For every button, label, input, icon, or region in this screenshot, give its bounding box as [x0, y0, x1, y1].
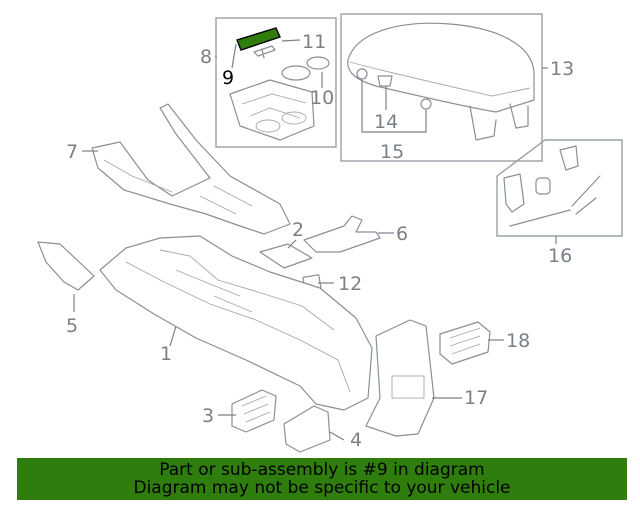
banner-line-1: Part or sub-assembly is #9 in diagram: [159, 460, 485, 480]
part-11-clip[interactable]: [253, 45, 276, 59]
callout-1: 1: [160, 343, 172, 365]
part-15-screw-b[interactable]: [420, 98, 432, 110]
cupholder-group-box: [215, 17, 337, 148]
callout-15: 15: [380, 141, 404, 163]
part-4-cover[interactable]: [283, 405, 331, 453]
callout-2: 2: [292, 219, 304, 241]
callout-10: 10: [310, 87, 334, 109]
part-10-ring-a[interactable]: [281, 65, 311, 81]
callout-9: 9: [222, 67, 234, 89]
part-9-highlighted[interactable]: [236, 27, 281, 51]
part-13-armrest-lid[interactable]: [347, 22, 535, 113]
callout-6: 6: [396, 223, 408, 245]
part-8-cupholder-tray[interactable]: [229, 79, 315, 141]
part-14-hinge[interactable]: [377, 75, 393, 87]
callout-16: 16: [548, 245, 572, 267]
part-10-ring-b[interactable]: [306, 56, 330, 70]
callout-18: 18: [506, 330, 530, 352]
part-16-rod[interactable]: [509, 175, 601, 227]
callout-4: 4: [350, 429, 362, 451]
part-1-console-body[interactable]: [99, 235, 373, 411]
callout-5: 5: [66, 315, 78, 337]
part-18-vent[interactable]: [439, 321, 491, 365]
callout-7: 7: [66, 141, 78, 163]
info-banner: Part or sub-assembly is #9 in diagram Di…: [17, 458, 627, 500]
part-15-screw-a[interactable]: [356, 68, 368, 80]
part-16-latch-b[interactable]: [535, 177, 551, 195]
callout-12: 12: [338, 273, 362, 295]
part-16-latch-a[interactable]: [503, 173, 525, 213]
callout-17: 17: [464, 387, 488, 409]
callout-8: 8: [200, 46, 212, 68]
parts-diagram: 1 2 3 4 5 6 7 8 9 10 11 12 13 14 15 16 1…: [37, 13, 623, 453]
callout-14: 14: [374, 111, 398, 133]
latch-kit-group-box: [496, 139, 623, 237]
part-5-side-trim[interactable]: [37, 241, 95, 291]
part-7-console-trim[interactable]: [91, 103, 291, 235]
callout-13: 13: [550, 58, 574, 80]
part-16-latch-c[interactable]: [559, 145, 579, 171]
callout-11: 11: [302, 31, 326, 53]
callout-3: 3: [202, 405, 214, 427]
part-3-bracket[interactable]: [231, 389, 277, 433]
part-17-rear-panel[interactable]: [365, 319, 435, 437]
armrest-group-box: [340, 13, 543, 162]
banner-line-2: Diagram may not be specific to your vehi…: [133, 478, 511, 498]
part-6-bracket[interactable]: [303, 215, 381, 253]
part-2-pad[interactable]: [259, 243, 313, 269]
